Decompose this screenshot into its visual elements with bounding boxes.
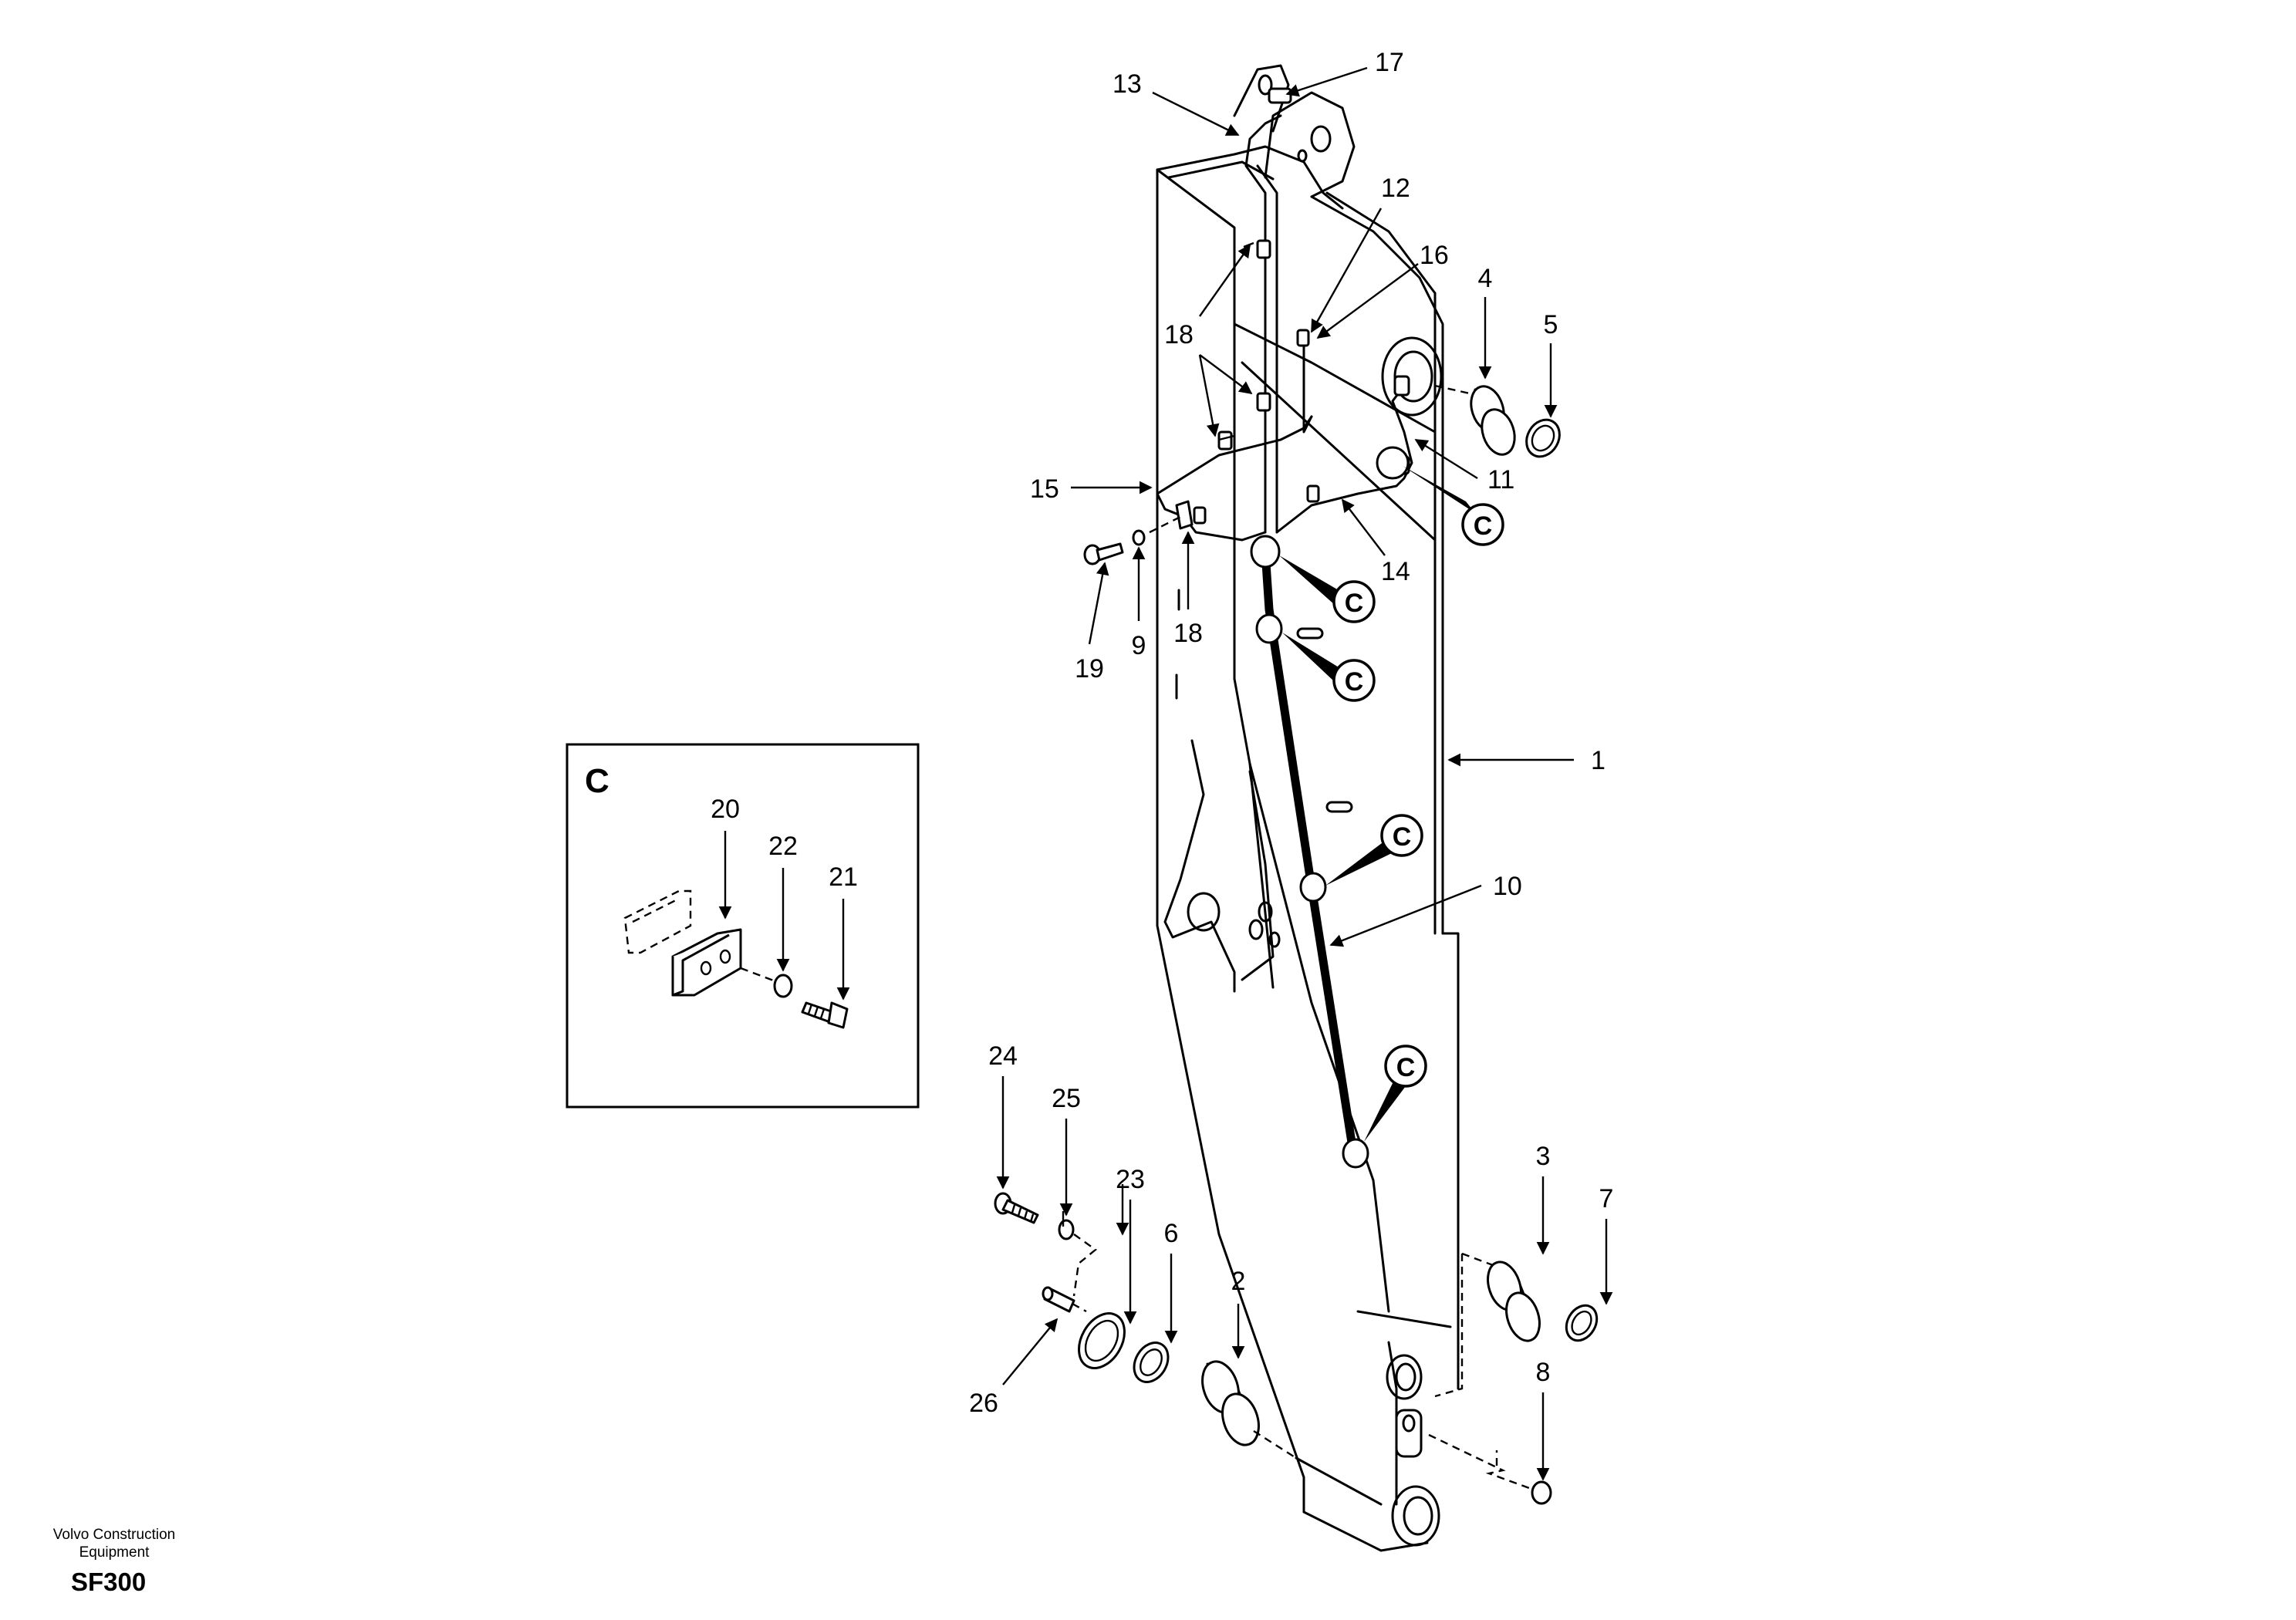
- c-marker-letter: C: [1396, 1053, 1416, 1082]
- company-name-line2: Equipment: [79, 1544, 150, 1561]
- bushing-3: [1434, 1252, 1541, 1398]
- callout-4: 4: [1478, 264, 1493, 293]
- c-marker-letter: C: [1345, 589, 1364, 618]
- callout-7: 7: [1599, 1184, 1614, 1213]
- clamp-spots: [1250, 446, 1410, 1169]
- bushing-2: [1201, 1360, 1297, 1460]
- callout-9: 9: [1132, 631, 1146, 660]
- ring-6: [1133, 1342, 1170, 1383]
- clamp-20: [671, 928, 742, 997]
- callout-6: 6: [1164, 1219, 1179, 1248]
- callout-20: 20: [711, 795, 740, 824]
- c-marker: C: [1279, 555, 1376, 623]
- washer-25: [1058, 1219, 1097, 1297]
- callout-18: 18: [1173, 619, 1203, 648]
- footer: Volvo Construction Equipment SF300: [53, 1527, 175, 1596]
- detail-view-c: C 20 22 21: [566, 743, 920, 1109]
- c-marker: C: [1282, 633, 1376, 702]
- callout-14: 14: [1381, 557, 1410, 586]
- c-marker: C: [1403, 466, 1504, 546]
- nut-8: [1428, 1433, 1552, 1505]
- callout-10: 10: [1493, 872, 1522, 901]
- callout-16: 16: [1420, 241, 1449, 270]
- detail-title: C: [585, 762, 609, 800]
- callout-2: 2: [1231, 1267, 1246, 1296]
- callout-22: 22: [768, 832, 798, 861]
- callout-12: 12: [1381, 174, 1410, 203]
- hose: [1261, 547, 1359, 1162]
- callout-18: 18: [1164, 320, 1194, 349]
- leaders: [996, 66, 1613, 1481]
- company-name-line1: Volvo Construction: [53, 1527, 175, 1543]
- callout-19: 19: [1075, 654, 1104, 683]
- c-marker-letter: C: [1345, 667, 1364, 697]
- callout-23: 23: [1116, 1165, 1145, 1194]
- callout-11: 11: [1487, 465, 1514, 494]
- washer-22: [773, 974, 793, 998]
- callout-5: 5: [1544, 310, 1558, 339]
- callout-24: 24: [988, 1041, 1018, 1071]
- callout-1: 1: [1591, 746, 1606, 775]
- callout-15: 15: [1030, 474, 1059, 504]
- c-marker-letter: C: [1474, 511, 1493, 541]
- figure-code: SF300: [71, 1568, 146, 1596]
- c-marker: C: [1364, 1045, 1427, 1142]
- c-marker-letter: C: [1393, 822, 1412, 852]
- callout-8: 8: [1536, 1358, 1551, 1387]
- washer-9: [1132, 529, 1146, 546]
- bushing-4: [1434, 384, 1516, 456]
- pin-26: [1042, 1286, 1075, 1313]
- bolt-24: [994, 1192, 1039, 1224]
- ring-5: [1525, 418, 1561, 458]
- callout-labels: 1 2 3 4 5 6 7 8 9 10 11 12 13 14 15 16 1…: [969, 48, 1613, 1418]
- callout-13: 13: [1113, 69, 1142, 99]
- ring-7: [1565, 1304, 1599, 1342]
- c-marker: C: [1325, 814, 1423, 886]
- callout-21: 21: [829, 862, 858, 892]
- callout-26: 26: [969, 1389, 998, 1418]
- bolt-21: [801, 1001, 849, 1029]
- arm-body: [1156, 64, 1460, 1552]
- callout-25: 25: [1052, 1084, 1081, 1113]
- clip-18: [1149, 500, 1194, 534]
- ring-23: [1072, 1302, 1126, 1369]
- callout-3: 3: [1536, 1142, 1551, 1171]
- bolt-19: [1083, 542, 1124, 565]
- callout-17: 17: [1375, 48, 1404, 77]
- lube-pipes: [1156, 87, 1413, 542]
